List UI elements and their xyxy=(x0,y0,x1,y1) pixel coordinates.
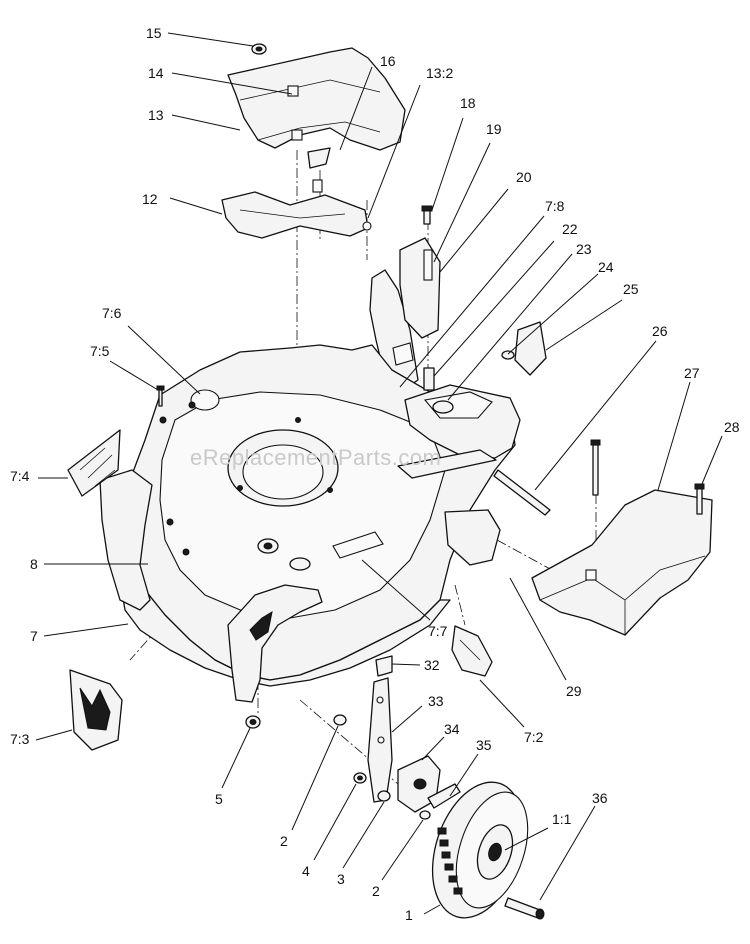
callout-2: 2 xyxy=(280,833,288,849)
callout-7-5: 7:5 xyxy=(90,343,110,359)
rear-handle-bracket xyxy=(397,384,521,479)
part-12-chute-bracket xyxy=(221,179,372,239)
part-16-bracket xyxy=(307,147,331,169)
part-1-wheel xyxy=(431,781,529,919)
callout-7-4: 7:4 xyxy=(10,468,30,484)
part-29-rear-shield xyxy=(444,509,501,566)
leader-lines xyxy=(35,32,723,915)
decal-7-2 xyxy=(451,625,493,677)
part-36-bolt xyxy=(504,897,545,920)
callout-32: 32 xyxy=(424,657,440,673)
callout-25: 25 xyxy=(623,281,639,297)
part-22-spacer xyxy=(423,367,435,391)
callout-13-2: 13:2 xyxy=(426,65,453,81)
callout-13: 13 xyxy=(148,107,164,123)
callout-7-8: 7:8 xyxy=(545,198,565,214)
part-13-chute-cover xyxy=(227,47,406,151)
callout-15: 15 xyxy=(146,25,162,41)
part-35-axle-bolt xyxy=(427,783,461,809)
part-28-bolt xyxy=(694,483,705,515)
callout-3: 3 xyxy=(337,871,345,887)
part-3-spacer xyxy=(377,790,391,802)
callout-36: 36 xyxy=(592,790,608,806)
callout-12: 12 xyxy=(142,191,158,207)
part-33-arm xyxy=(367,677,393,803)
part-2-washer-lower xyxy=(419,810,431,820)
part-20-height-lever xyxy=(399,237,441,339)
part-5-nut xyxy=(245,715,261,729)
callout-18: 18 xyxy=(460,95,476,111)
part-7-lower-trim xyxy=(227,584,323,703)
decal-7-3 xyxy=(69,669,123,751)
part-18-bolt xyxy=(421,205,433,225)
mower-deck xyxy=(117,269,516,687)
callout-20: 20 xyxy=(516,169,532,185)
callout-28: 28 xyxy=(724,419,740,435)
callout-23: 23 xyxy=(576,241,592,257)
long-bolt xyxy=(590,439,601,496)
decal-7-4 xyxy=(67,429,121,497)
callout-26: 26 xyxy=(652,323,668,339)
callout-2-lower: 2 xyxy=(372,883,380,899)
callout-1: 1 xyxy=(405,907,413,923)
part-25-plate xyxy=(514,321,547,376)
callout-22: 22 xyxy=(562,221,578,237)
callout-labels: 15 14 13 16 13:2 12 18 19 20 7:8 22 23 2… xyxy=(10,25,740,923)
part-27-rear-cover xyxy=(531,489,713,636)
callout-24: 24 xyxy=(598,259,614,275)
callout-33: 33 xyxy=(428,693,444,709)
part-8-front-trim xyxy=(99,469,153,611)
callout-8: 8 xyxy=(30,556,38,572)
callout-1-1: 1:1 xyxy=(552,811,572,827)
part-2-washer xyxy=(333,714,347,726)
callout-27: 27 xyxy=(684,365,700,381)
part-32-clip xyxy=(375,655,393,677)
part-26-rod xyxy=(493,469,551,516)
callout-34: 34 xyxy=(444,721,460,737)
callout-5: 5 xyxy=(215,791,223,807)
callout-14: 14 xyxy=(148,65,164,81)
callout-16: 16 xyxy=(380,53,396,69)
part-7-5-bolt xyxy=(156,385,165,407)
part-4-nut xyxy=(353,772,367,784)
callout-7-3: 7:3 xyxy=(10,731,30,747)
callout-4: 4 xyxy=(302,863,310,879)
callout-35: 35 xyxy=(476,737,492,753)
watermark: eReplacementParts.com xyxy=(190,445,441,470)
callout-19: 19 xyxy=(486,121,502,137)
callout-7-6: 7:6 xyxy=(102,305,122,321)
callout-29: 29 xyxy=(566,683,582,699)
callout-7-2: 7:2 xyxy=(524,729,544,745)
part-24-washer xyxy=(501,350,515,360)
callout-7: 7 xyxy=(30,628,38,644)
callout-7-7: 7:7 xyxy=(428,623,448,639)
part-15-nut xyxy=(251,43,267,55)
